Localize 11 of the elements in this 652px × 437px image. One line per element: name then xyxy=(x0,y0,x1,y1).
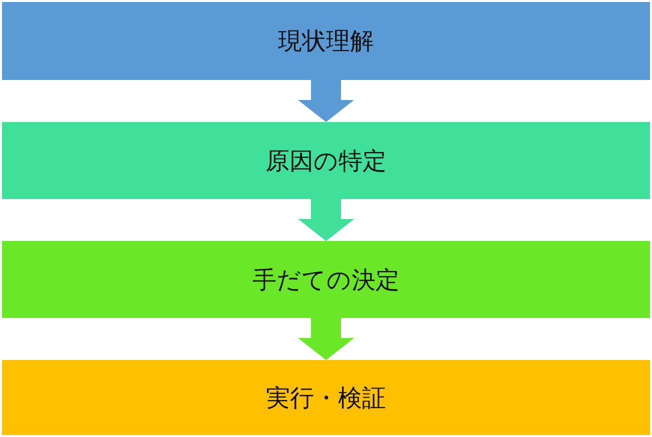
step-band xyxy=(2,360,650,435)
step-band xyxy=(2,122,650,199)
step-label: 現状理解 xyxy=(278,26,374,57)
step-label: 原因の特定 xyxy=(266,146,386,176)
block-arrow xyxy=(298,318,354,360)
step-band xyxy=(2,241,650,318)
step-label: 実行・検証 xyxy=(266,382,386,414)
block-arrow xyxy=(298,199,354,241)
step-label: 手だての決定 xyxy=(252,264,400,296)
step-band xyxy=(2,2,650,80)
block-arrow xyxy=(298,80,354,122)
